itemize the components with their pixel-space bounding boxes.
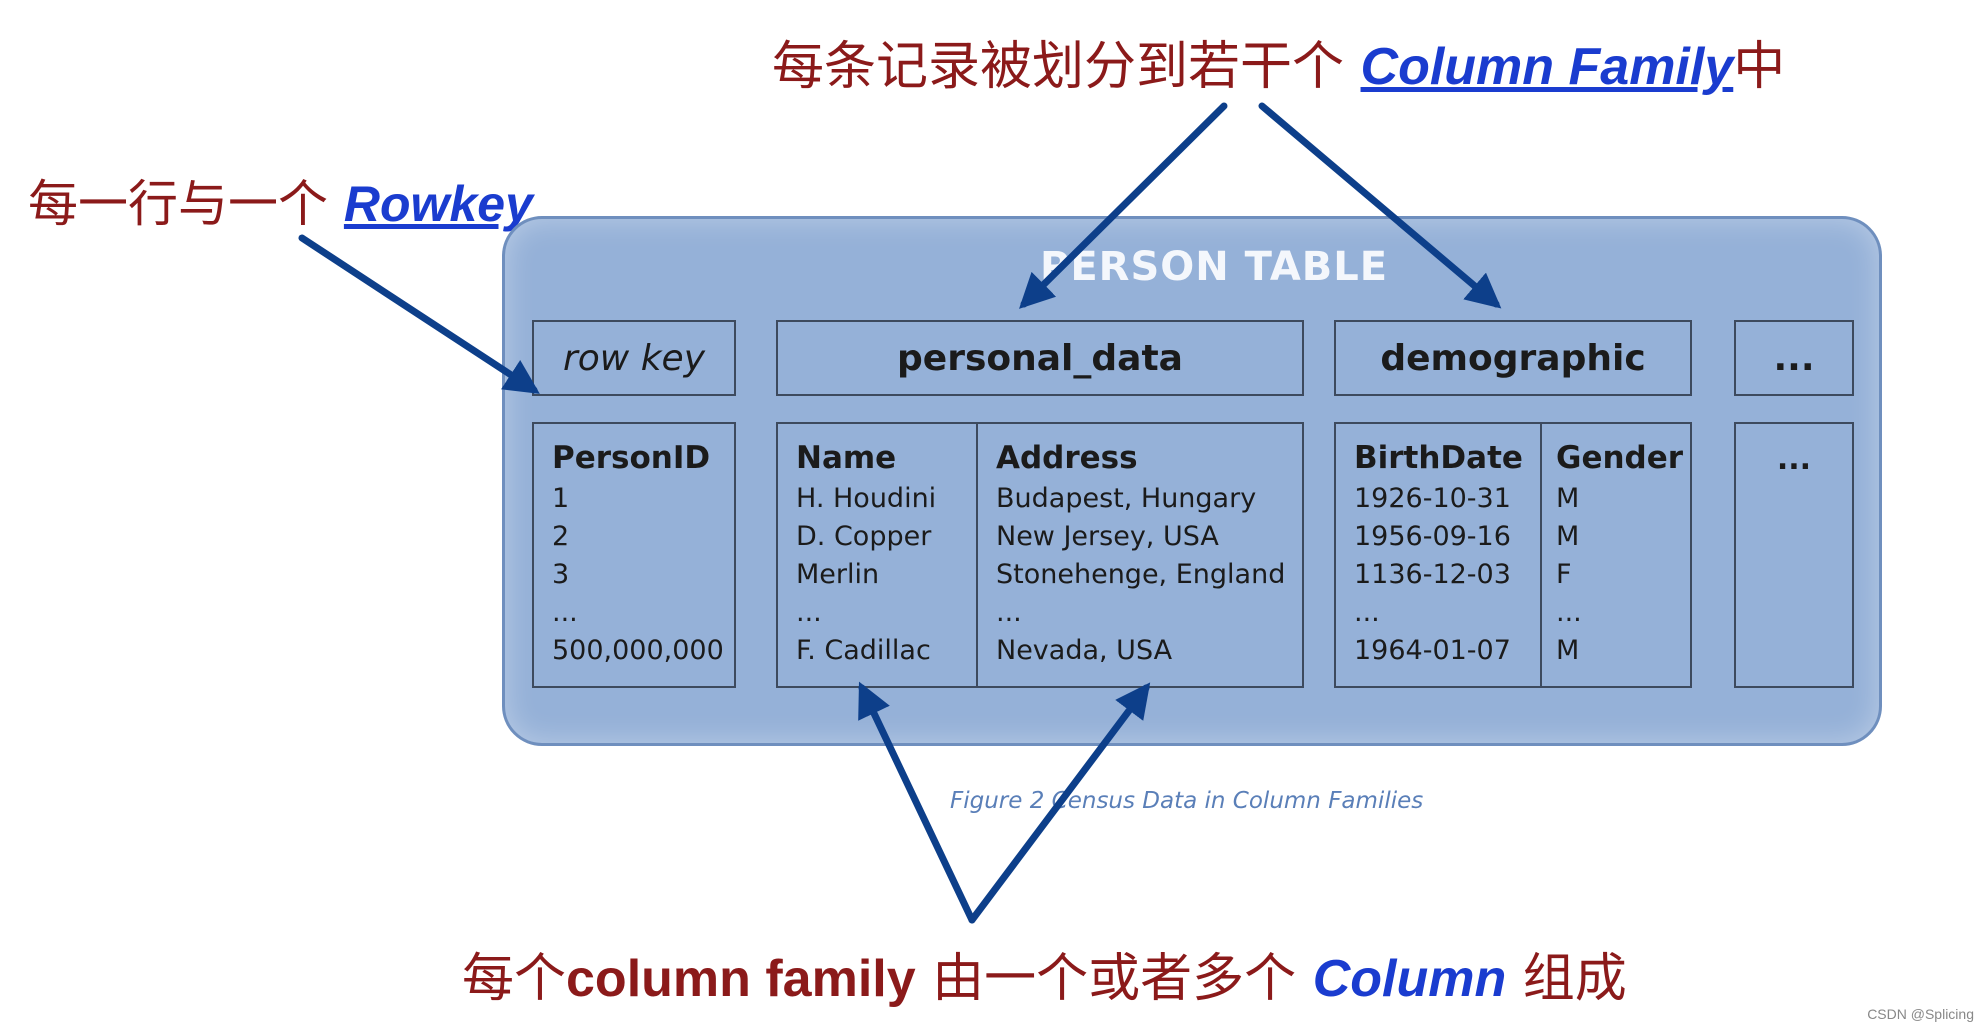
person-id-value: ... [552, 597, 578, 628]
annotation-left-keyword: Rowkey [343, 176, 533, 232]
annotation-top-text: 每条记录被划分到若干个 [772, 37, 1361, 97]
annotation-bottom-keyword: Column [1312, 950, 1507, 1008]
address-header: Address [996, 440, 1138, 476]
birthdate-value: 1956-09-16 [1354, 521, 1511, 552]
name-header: Name [796, 440, 897, 476]
birthdate-value: ... [1354, 597, 1380, 628]
person-id-value: 500,000,000 [552, 635, 724, 666]
arrow-to-address-column [968, 682, 1151, 924]
arrow-to-personal-data [1019, 102, 1228, 309]
address-value: Nevada, USA [996, 635, 1173, 666]
address-column: Address Budapest, Hungary New Jersey, US… [996, 436, 1285, 686]
row-key-body: PersonID 1 2 3 ... 500,000,000 [532, 422, 736, 688]
annotation-bottom: 每个column family 由一个或者多个 Column 组成 [462, 936, 1627, 1011]
annotation-bottom-text-2: 由一个或者多个 [915, 949, 1313, 1009]
column-divider [1540, 424, 1542, 686]
gender-value: M [1556, 635, 1580, 666]
demographic-header: demographic [1334, 320, 1692, 396]
address-value: Budapest, Hungary [996, 483, 1257, 514]
annotation-left: 每一行与一个 Rowkey [28, 164, 533, 236]
person-id-value: 2 [552, 521, 570, 552]
address-value: Stonehenge, England [996, 559, 1286, 590]
gender-header: Gender [1556, 440, 1684, 476]
name-value: ... [796, 597, 822, 628]
annotation-top-tail: 中 [1733, 37, 1786, 97]
more-body: ... [1734, 422, 1854, 688]
name-column: Name H. Houdini D. Copper Merlin ... F. … [796, 436, 936, 686]
person-id-column: PersonID 1 2 3 ... 500,000,000 [552, 436, 724, 686]
address-value: ... [996, 597, 1022, 628]
personal-data-header: personal_data [776, 320, 1304, 396]
name-value: Merlin [796, 559, 880, 590]
arrow-to-name-column [858, 681, 976, 924]
person-table [502, 216, 1882, 746]
person-id-value: 3 [552, 559, 570, 590]
gender-value: F [1556, 559, 1572, 590]
column-divider [976, 424, 978, 686]
birthdate-value: 1136-12-03 [1354, 559, 1511, 590]
figure-caption: Figure 2 Census Data in Column Families [950, 788, 1424, 814]
gender-column: Gender M M F ... M [1556, 436, 1683, 686]
demographic-body: BirthDate 1926-10-31 1956-09-16 1136-12-… [1334, 422, 1692, 688]
address-value: New Jersey, USA [996, 521, 1219, 552]
more-header: ... [1734, 320, 1854, 396]
annotation-bottom-tail: 组成 [1506, 949, 1627, 1009]
watermark: CSDN @Splicing [1867, 1006, 1974, 1022]
row-key-header: row key [532, 320, 736, 396]
personal-data-body: Name H. Houdini D. Copper Merlin ... F. … [776, 422, 1304, 688]
annotation-left-text: 每一行与一个 [28, 175, 344, 233]
table-title: PERSON TABLE [1040, 244, 1389, 290]
name-value: H. Houdini [796, 483, 937, 514]
annotation-top: 每条记录被划分到若干个 Column Family中 [772, 24, 1785, 99]
person-id-value: 1 [552, 483, 570, 514]
name-value: F. Cadillac [796, 635, 931, 666]
birthdate-header: BirthDate [1354, 440, 1523, 476]
annotation-bottom-term: column family [566, 950, 916, 1008]
gender-value: ... [1556, 597, 1582, 628]
name-value: D. Copper [796, 521, 932, 552]
birthdate-value: 1926-10-31 [1354, 483, 1511, 514]
annotation-top-keyword: Column Family [1360, 38, 1734, 96]
gender-value: M [1556, 521, 1580, 552]
annotation-bottom-text: 每个 [462, 949, 567, 1009]
birthdate-value: 1964-01-07 [1354, 635, 1511, 666]
arrow-to-row-key [298, 234, 540, 394]
birthdate-column: BirthDate 1926-10-31 1956-09-16 1136-12-… [1354, 436, 1523, 686]
arrow-to-demographic [1258, 102, 1502, 309]
gender-value: M [1556, 483, 1580, 514]
person-id-header: PersonID [552, 440, 711, 476]
more-body-ellipsis: ... [1776, 442, 1812, 477]
